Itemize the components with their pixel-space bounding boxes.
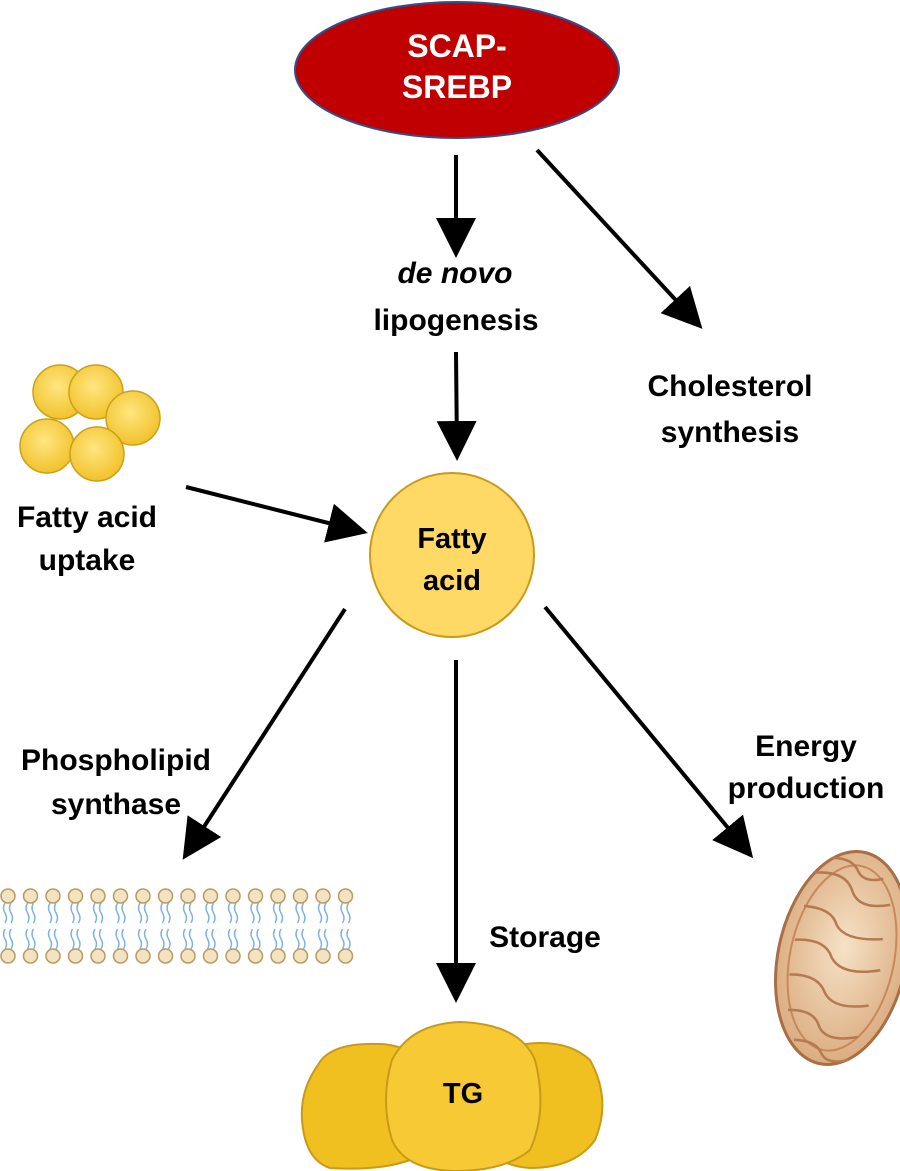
storage-label: Storage <box>489 921 601 954</box>
arrow-srebp-to-cholesterol <box>535 148 703 329</box>
fatty-acid-droplets-icon <box>19 364 161 482</box>
cholesterol-text: Cholesterol <box>647 370 812 403</box>
fatty-acid-uptake-line1: Fatty acid <box>17 501 157 534</box>
lipid-droplet-icon: TG <box>300 1020 604 1171</box>
arrow-lipogenesis-to-fatty-acid <box>436 351 477 461</box>
arrows <box>182 148 754 1003</box>
tg-label: TG <box>443 1078 483 1110</box>
phospholipid-text: Phospholipid <box>21 744 211 777</box>
arrow-fatty-acid-to-energy <box>543 605 754 859</box>
phospholipid-bilayer-icon <box>0 888 354 964</box>
mitochondrion-icon <box>773 850 900 1066</box>
fatty-acid-node: Fatty acid <box>369 472 535 638</box>
tg-center-lobe <box>385 1020 542 1171</box>
lipogenesis-text: lipogenesis <box>373 304 538 337</box>
arrow-fatty-acid-to-phospholipid <box>182 607 347 860</box>
fatty-acid-uptake-label: Fatty acid uptake <box>17 501 157 577</box>
phospholipid-synthase-label: Phospholipid synthase <box>21 744 211 821</box>
scap-srebp-node: SCAP- SREBP <box>294 1 620 139</box>
cholesterol-synthesis-label: Cholesterol synthesis <box>647 370 812 449</box>
scap-srebp-line1: SCAP- <box>407 28 507 64</box>
energy-text: Energy <box>755 730 857 763</box>
de-novo-lipogenesis-label: de novo lipogenesis <box>373 257 538 337</box>
energy-production-label: Energy production <box>728 730 885 805</box>
fatty-acid-line2: acid <box>423 565 481 597</box>
synthase-text: synthase <box>51 788 181 821</box>
de-novo-text: de novo <box>397 257 512 290</box>
production-text: production <box>728 772 885 805</box>
fatty-acid-uptake-line2: uptake <box>39 544 136 577</box>
synthesis-text: synthesis <box>661 416 799 449</box>
fatty-acid-line1: Fatty <box>417 523 486 555</box>
scap-srebp-line2: SREBP <box>402 69 512 105</box>
arrow-uptake-to-fatty-acid <box>185 485 368 543</box>
